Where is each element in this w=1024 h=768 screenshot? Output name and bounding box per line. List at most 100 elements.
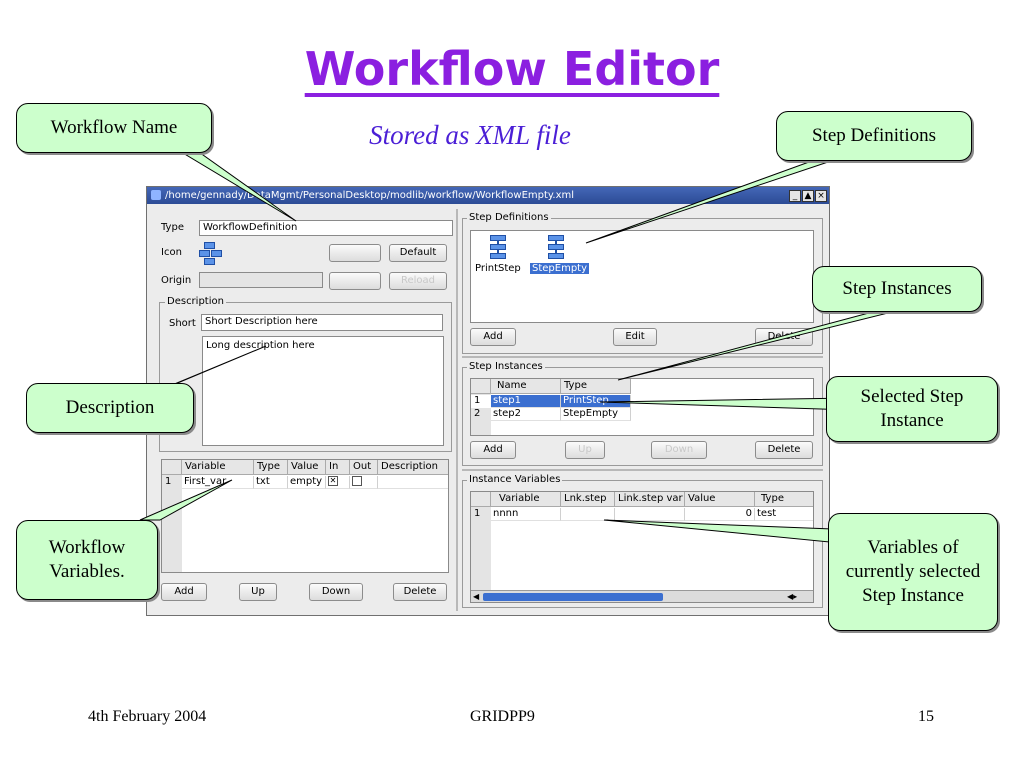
- table-corner: [471, 379, 491, 394]
- column-header[interactable]: Value: [288, 460, 326, 475]
- horizontal-scrollbar[interactable]: ◀ ◀▸: [471, 590, 813, 602]
- origin-label: Origin: [161, 275, 192, 286]
- value-cell[interactable]: empty: [288, 476, 326, 489]
- column-header[interactable]: In: [326, 460, 350, 475]
- workflow-var-down-button[interactable]: Down: [309, 583, 363, 601]
- scroll-left-icon[interactable]: ◀: [473, 592, 480, 601]
- window-titlebar[interactable]: /home/gennady/DataMgmt/PersonalDesktop/m…: [147, 187, 829, 204]
- step-def-add-button[interactable]: Add: [470, 328, 516, 346]
- out-cell[interactable]: [350, 476, 378, 489]
- footer-page-number: 15: [918, 708, 934, 725]
- step-instances-table: Name Type 1 step1 PrintStep 2 step2 Step…: [470, 378, 814, 436]
- step-definitions-group-label: Step Definitions: [467, 212, 551, 223]
- step-icon: [548, 235, 564, 259]
- splitter[interactable]: [462, 469, 823, 471]
- step-def-delete-button[interactable]: Delete: [755, 328, 813, 346]
- splitter[interactable]: [462, 356, 823, 358]
- description-group-label: Description: [165, 296, 226, 307]
- type-cell[interactable]: txt: [254, 476, 288, 489]
- window-app-icon: [151, 190, 161, 200]
- type-cell[interactable]: test: [755, 508, 813, 521]
- icon-label: Icon: [161, 247, 182, 258]
- step-inst-down-button[interactable]: Down: [651, 441, 707, 459]
- column-header[interactable]: Value: [685, 492, 755, 507]
- variable-cell[interactable]: First_var: [182, 476, 254, 489]
- callout-workflow-variables: Workflow Variables.: [16, 520, 158, 600]
- column-header[interactable]: Description: [378, 460, 448, 475]
- out-checkbox[interactable]: [352, 476, 362, 486]
- in-cell[interactable]: ✕: [326, 476, 350, 489]
- footer-date: 4th February 2004: [88, 708, 207, 725]
- callout-instance-variables: Variables of currently selected Step Ins…: [828, 513, 998, 631]
- column-header[interactable]: Link.step var: [615, 492, 685, 507]
- column-header[interactable]: Variable: [491, 492, 561, 507]
- type-cell[interactable]: PrintStep: [561, 395, 631, 408]
- step-def-edit-button[interactable]: Edit: [613, 328, 657, 346]
- callout-workflow-name: Workflow Name: [16, 103, 212, 153]
- table-corner: [162, 460, 182, 475]
- step-icon: [490, 235, 506, 259]
- name-cell[interactable]: step2: [491, 408, 561, 421]
- column-header[interactable]: Type: [254, 460, 288, 475]
- name-cell[interactable]: step1: [491, 395, 561, 408]
- splitter[interactable]: [456, 209, 458, 611]
- instance-variables-table: Variable Lnk.step Link.step var Value Ty…: [470, 491, 814, 603]
- step-instances-group-label: Step Instances: [467, 361, 545, 372]
- long-description-area[interactable]: Long description here: [202, 336, 444, 446]
- slide-subtitle: Stored as XML file: [369, 120, 571, 150]
- origin-field[interactable]: [199, 272, 323, 288]
- step-inst-delete-button[interactable]: Delete: [755, 441, 813, 459]
- workflow-icon: [199, 242, 222, 265]
- close-icon[interactable]: ×: [815, 190, 827, 202]
- step-definition-label: PrintStep: [475, 263, 521, 274]
- row-number: 2: [474, 408, 481, 419]
- maximize-icon[interactable]: ▲: [802, 190, 814, 202]
- step-definition-label: StepEmpty: [530, 263, 590, 274]
- callout-description: Description: [26, 383, 194, 433]
- workflow-var-add-button[interactable]: Add: [161, 583, 207, 601]
- column-header[interactable]: Type: [561, 379, 631, 394]
- window-title: /home/gennady/DataMgmt/PersonalDesktop/m…: [165, 190, 575, 201]
- type-cell[interactable]: StepEmpty: [561, 408, 631, 421]
- description-group: [159, 302, 452, 452]
- footer-event: GRIDPP9: [470, 708, 535, 725]
- type-label: Type: [161, 222, 184, 233]
- row-number: 1: [165, 476, 172, 487]
- type-field[interactable]: WorkflowDefinition: [199, 220, 453, 236]
- workflow-var-up-button[interactable]: Up: [239, 583, 277, 601]
- column-header[interactable]: Variable: [182, 460, 254, 475]
- list-item[interactable]: StepEmpty: [529, 235, 590, 277]
- step-inst-up-button[interactable]: Up: [565, 441, 605, 459]
- workflow-editor-window: /home/gennady/DataMgmt/PersonalDesktop/m…: [146, 186, 830, 616]
- minimize-icon[interactable]: _: [789, 190, 801, 202]
- row-number: 1: [474, 508, 481, 519]
- icon-browse-button[interactable]: [329, 244, 381, 262]
- callout-step-definitions: Step Definitions: [776, 111, 972, 161]
- scrollbar-thumb[interactable]: [483, 593, 663, 601]
- link-step-var-cell[interactable]: [615, 508, 685, 521]
- column-header[interactable]: Lnk.step: [561, 492, 615, 507]
- column-header[interactable]: Type: [755, 492, 813, 507]
- row-number: 1: [471, 395, 491, 408]
- slide-title: Workflow Editor: [304, 42, 720, 96]
- in-checkbox[interactable]: ✕: [328, 476, 338, 486]
- origin-browse-button[interactable]: [329, 272, 381, 290]
- reload-button[interactable]: Reload: [389, 272, 447, 290]
- column-header[interactable]: Out: [350, 460, 378, 475]
- value-cell[interactable]: 0: [685, 508, 755, 521]
- default-button[interactable]: Default: [389, 244, 447, 262]
- workflow-var-delete-button[interactable]: Delete: [393, 583, 447, 601]
- callout-step-instances: Step Instances: [812, 266, 982, 312]
- callout-selected-step-instance: Selected Step Instance: [826, 376, 998, 442]
- variable-cell[interactable]: nnnn: [491, 508, 561, 521]
- table-corner: [471, 492, 491, 507]
- scroll-right-icon[interactable]: ◀▸: [787, 592, 798, 601]
- column-header[interactable]: Name: [491, 379, 561, 394]
- list-item[interactable]: PrintStep: [475, 235, 525, 277]
- description-cell[interactable]: [378, 476, 448, 489]
- step-definitions-list: PrintStep StepEmpty: [470, 230, 814, 323]
- instance-variables-group-label: Instance Variables: [467, 474, 563, 485]
- step-inst-add-button[interactable]: Add: [470, 441, 516, 459]
- short-description-field[interactable]: Short Description here: [201, 314, 443, 331]
- lnk-step-cell[interactable]: [561, 508, 615, 521]
